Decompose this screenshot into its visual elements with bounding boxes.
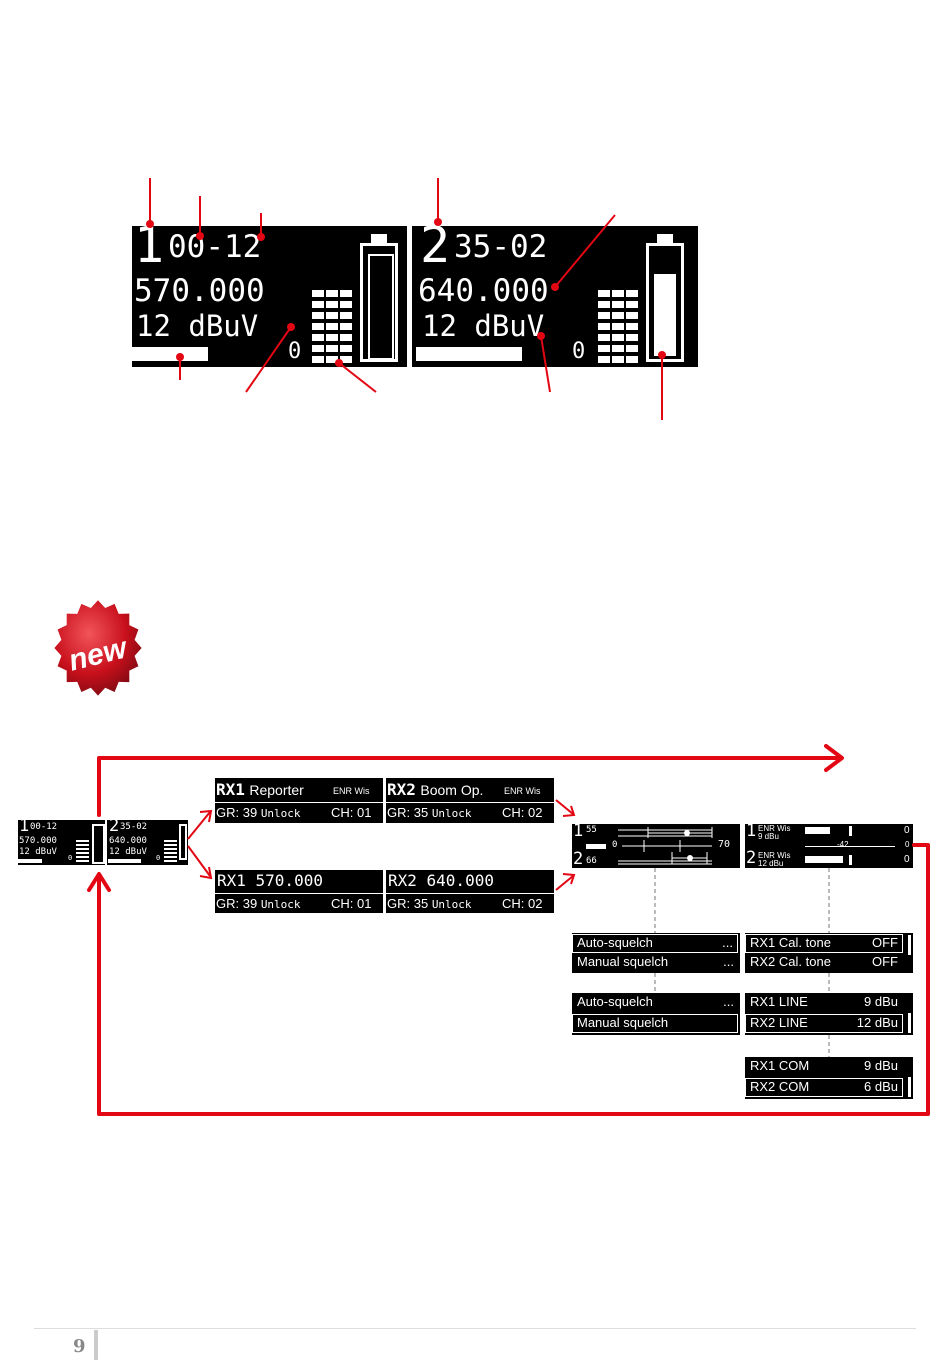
channel1-rf-level: 12 dBuV (136, 309, 259, 343)
menu-scrollbar[interactable] (908, 935, 911, 955)
channel2-af-bar (416, 347, 522, 361)
thumb-main-display: 1 00-12 570.000 12 dBuV 0 2 35-02 640.00… (18, 818, 188, 865)
rx2-name-screen: RX2 Boom Op. ENR Wis GR: 35 Unlock CH: 0… (386, 778, 554, 823)
channel2-frequency: 640.000 (418, 273, 549, 309)
rx1-name-screen: RX1 Reporter ENR Wis GR: 39 Unlock CH: 0… (215, 778, 383, 823)
squelch-menu-b: Auto-squelch... Manual squelch (572, 993, 740, 1035)
menu-scrollbar[interactable] (908, 1077, 911, 1097)
squelch-graph-screen: 1 55 2 66 0 70 (572, 822, 740, 868)
callout-lines (146, 178, 666, 420)
channel-divider (407, 226, 412, 367)
channel2-number: 2 (420, 216, 451, 274)
menu-item-manual-squelch[interactable]: Manual squelch... (577, 954, 734, 969)
channel1-group-code: 00-12 (168, 229, 262, 265)
channel1-level-meter (312, 290, 352, 364)
main-display: 1 00-12 570.000 12 dBuV 0 2 35-02 640.00… (132, 220, 698, 367)
channel2-small-value: 0 (572, 339, 586, 364)
menu-item-auto-squelch[interactable]: Auto-squelch... (577, 994, 734, 1009)
channel2-rf-level: 12 dBuV (422, 309, 545, 343)
menu-item-auto-squelch[interactable]: Auto-squelch... (572, 934, 738, 953)
flow-arrows (87, 744, 930, 1116)
menu-scrollbar[interactable] (908, 1013, 911, 1033)
channel1-battery-icon (360, 234, 398, 362)
menu-item-manual-squelch[interactable]: Manual squelch (572, 1014, 738, 1033)
page-number: 9 (73, 1336, 86, 1357)
channel2-level-meter (598, 290, 638, 364)
channel2-battery-icon (646, 234, 684, 362)
footer-rule (34, 1328, 916, 1329)
page-number-divider (94, 1330, 98, 1360)
new-badge: new (42, 598, 154, 710)
rx1-freq-screen: RX1 570.000 GR: 39 Unlock CH: 01 (215, 870, 383, 913)
channel1-number: 1 (134, 216, 165, 274)
level-meter-screen: 1 ENR Wis 9 dBu 2 ENR Wis 12 dBu -42 0 0… (745, 822, 913, 868)
channel1-small-value: 0 (288, 339, 302, 364)
squelch-menu-a: Auto-squelch... Manual squelch... (572, 933, 740, 973)
channel1-af-bar (132, 347, 208, 361)
channel1-frequency: 570.000 (134, 273, 265, 309)
starburst-icon: new (54, 600, 142, 696)
channel2-group-code: 35-02 (454, 229, 548, 265)
rx2-freq-screen: RX2 640.000 GR: 35 Unlock CH: 02 (386, 870, 554, 913)
